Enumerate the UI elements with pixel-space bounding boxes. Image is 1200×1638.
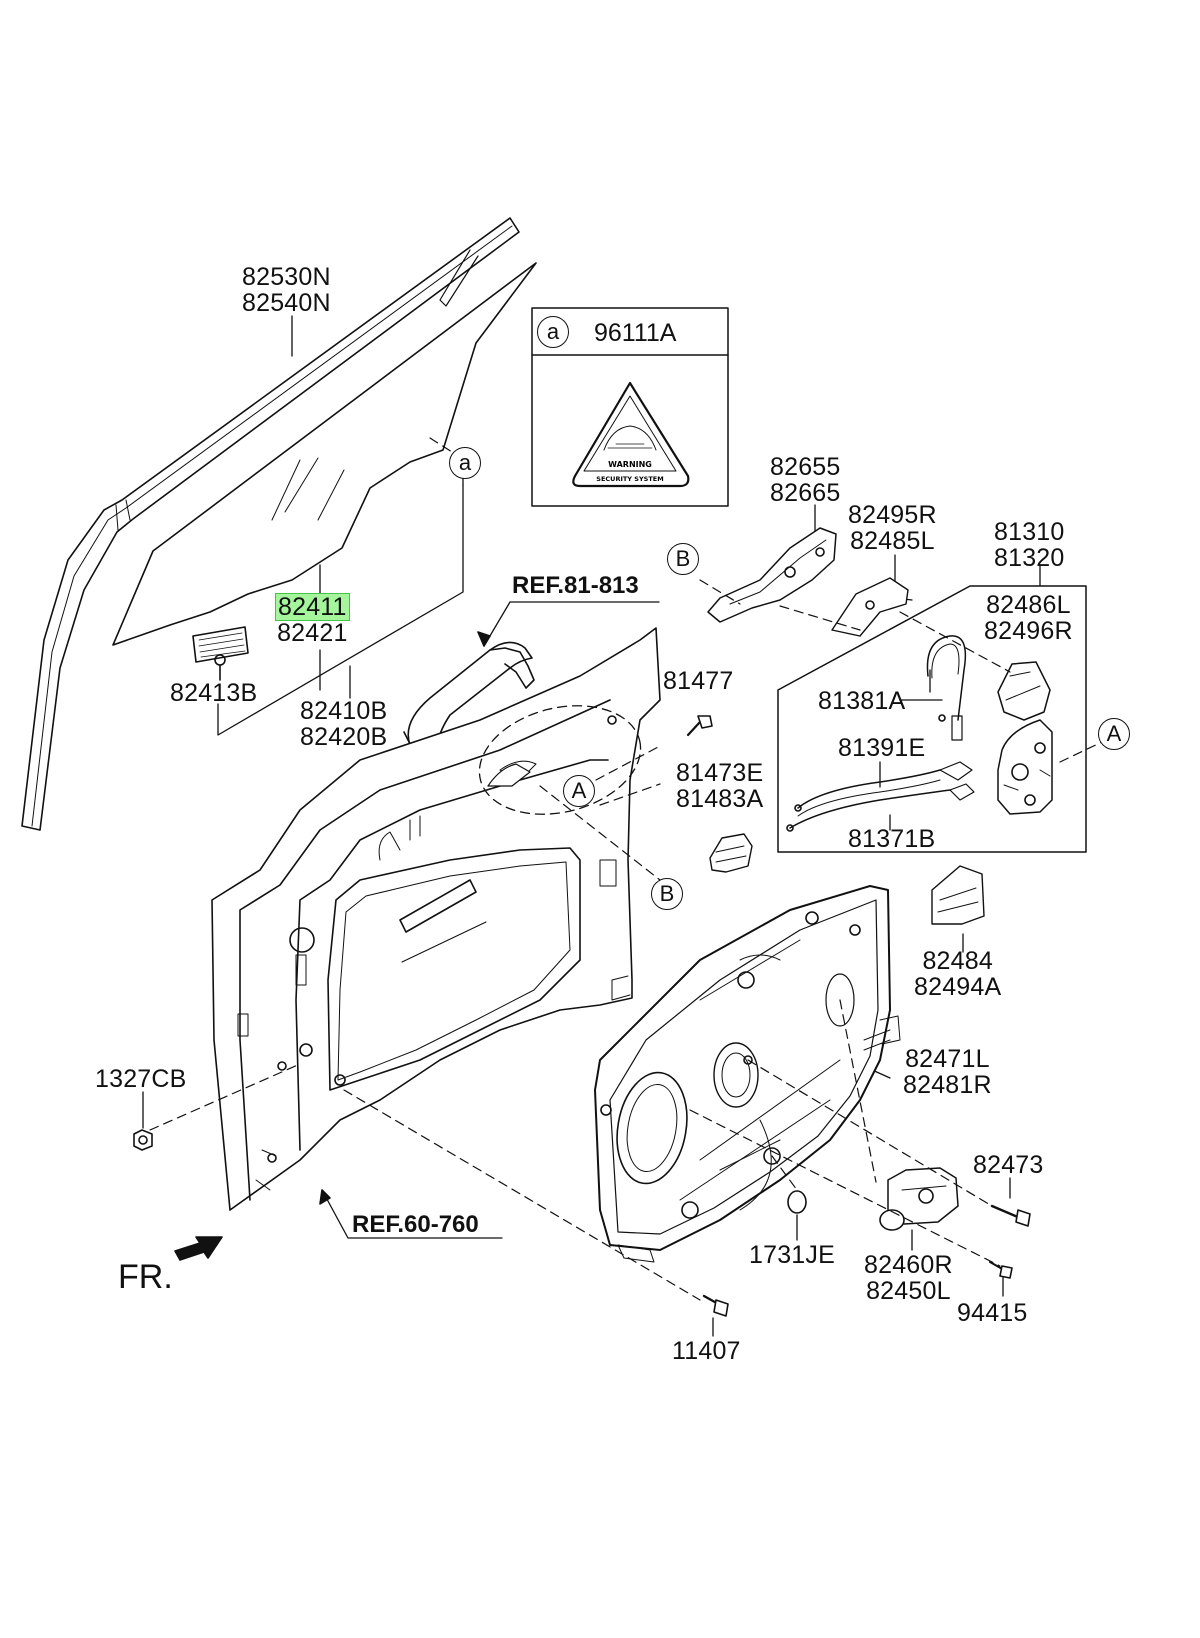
callout-b-door: B	[651, 878, 683, 910]
label-82413b: 82413B	[170, 679, 258, 707]
door-glass	[112, 262, 537, 646]
callout-a: a	[449, 447, 481, 479]
inside-handle	[707, 527, 837, 623]
label-11407: 11407	[672, 1337, 741, 1365]
leader-lines	[142, 315, 1041, 1337]
lock-assembly-box	[777, 585, 1087, 853]
latch-bracket	[931, 865, 985, 925]
fasteners	[133, 715, 1031, 1317]
window-regulator-motor	[879, 1167, 959, 1231]
callout-b-handle: B	[667, 543, 699, 575]
highlighted-part: 82411	[275, 593, 350, 621]
label-81371b: 81371B	[848, 825, 936, 853]
front-direction-label: FR.	[118, 1258, 173, 1296]
label-81391e: 81391E	[838, 734, 926, 762]
label-1731je: 1731JE	[749, 1241, 835, 1269]
door-latch	[997, 719, 1053, 815]
door-module-panel	[594, 885, 901, 1263]
handle-bracket	[831, 577, 909, 637]
label-81381a: 81381A	[818, 687, 906, 715]
release-cables	[786, 761, 975, 832]
striker-bracket	[709, 833, 753, 873]
label-1327cb: 1327CB	[95, 1065, 187, 1093]
latch-cover	[997, 661, 1051, 721]
label-94415: 94415	[957, 1299, 1028, 1327]
glass-bracket	[192, 626, 249, 681]
front-arrow-icon	[174, 1236, 223, 1261]
warning-label-text: WARNING	[608, 460, 652, 469]
ref-60-760: REF.60-760	[352, 1211, 479, 1238]
lock-cable	[926, 635, 967, 741]
glass-run-channel	[21, 217, 520, 831]
inset-key-circle: a	[537, 316, 569, 348]
alignment-lines	[149, 437, 1103, 1301]
callout-a-latch: A	[1098, 718, 1130, 750]
security-system-text: SECURITY SYSTEM	[596, 475, 664, 483]
callout-a-door: A	[563, 775, 595, 807]
label-81477: 81477	[663, 667, 734, 695]
handle-pocket-outline	[478, 705, 642, 815]
label-82473: 82473	[973, 1151, 1044, 1179]
inset-part-number: 96111A	[594, 319, 677, 347]
ref-81-813: REF.81-813	[512, 572, 639, 599]
